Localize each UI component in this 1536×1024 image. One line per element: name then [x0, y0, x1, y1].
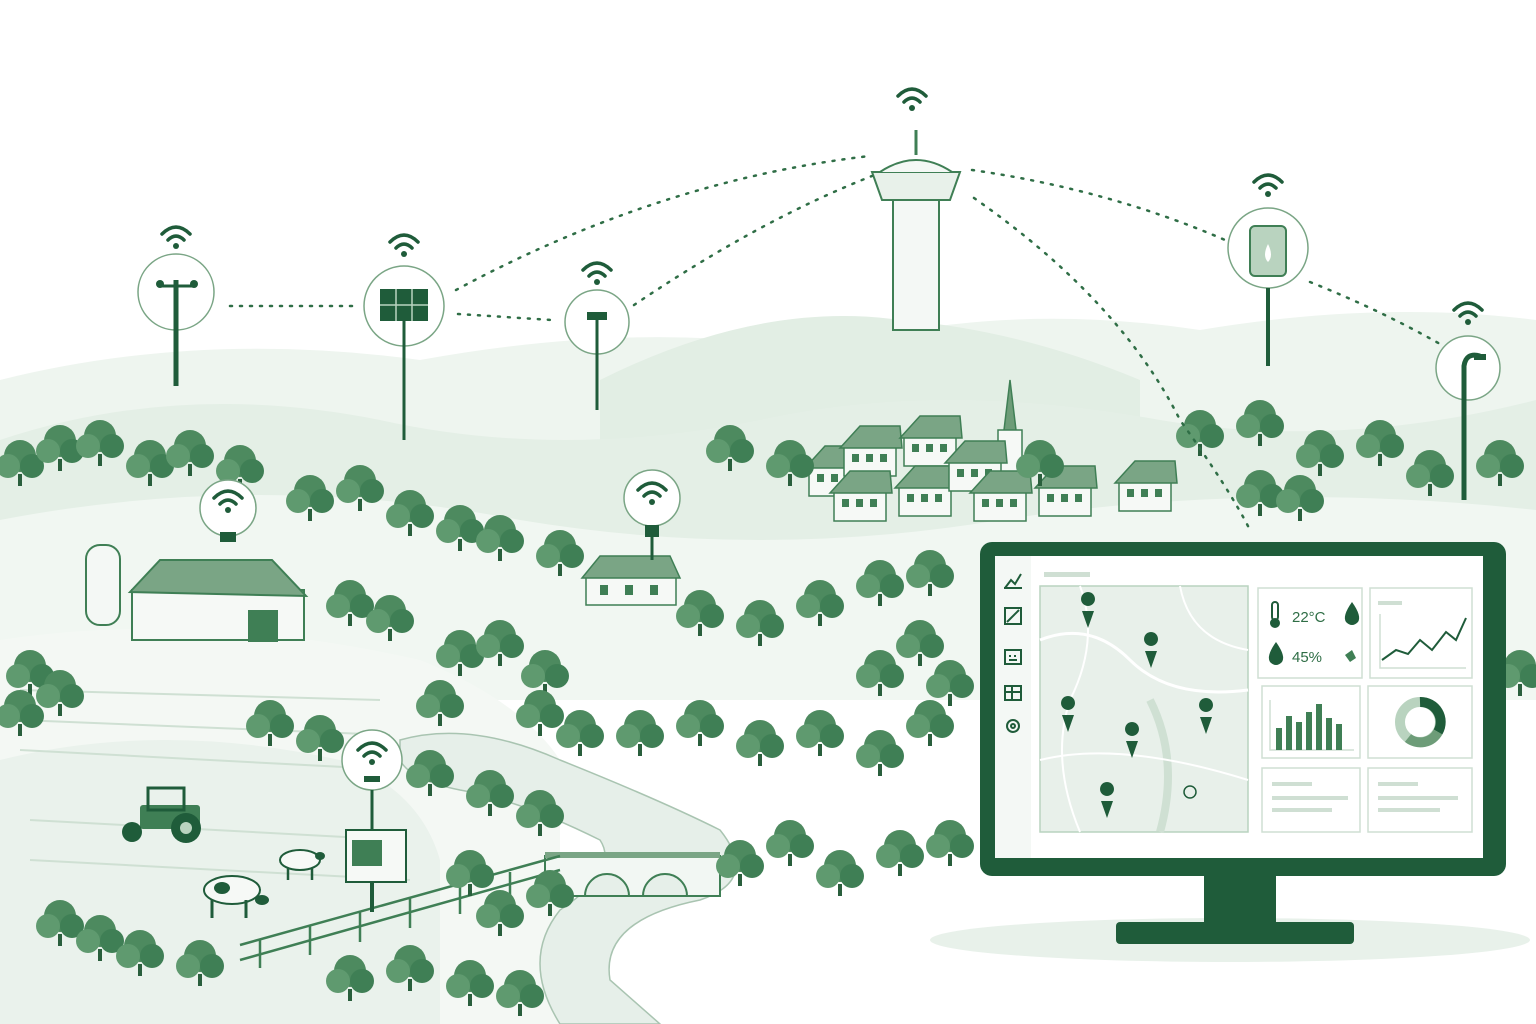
- header-bar: [1044, 572, 1090, 577]
- water-tower-node: [896, 87, 928, 113]
- farmhouse: [580, 555, 682, 606]
- map-pins[interactable]: [1061, 592, 1214, 818]
- humidity-value: 45%: [1292, 649, 1322, 666]
- network-links: [228, 154, 1442, 532]
- temperature-value: 22°C: [1292, 609, 1326, 626]
- map-panel[interactable]: [1039, 585, 1249, 834]
- water-tower: [870, 130, 962, 331]
- river: [399, 732, 737, 1024]
- calendar-icon[interactable]: [1004, 649, 1022, 665]
- bar-chart-card[interactable]: [1261, 685, 1361, 759]
- trend-chart-card[interactable]: [1369, 587, 1473, 679]
- water-tank-node[interactable]: [1227, 173, 1309, 366]
- farmhouse-sensor-node[interactable]: [623, 469, 681, 560]
- table-icon[interactable]: [1004, 685, 1022, 701]
- summary-cards: [1261, 767, 1473, 833]
- cows: [203, 849, 325, 918]
- donut-chart-card[interactable]: [1367, 685, 1473, 759]
- droplet-icon: [1344, 602, 1360, 625]
- barn-sensor-node[interactable]: [199, 479, 257, 542]
- sidebar: [1004, 573, 1022, 733]
- gear-icon[interactable]: [1006, 719, 1020, 733]
- field-sensor-node[interactable]: [341, 729, 407, 912]
- chart-icon[interactable]: [1004, 607, 1022, 625]
- thermometer-icon: [1270, 601, 1280, 628]
- fence: [239, 854, 561, 968]
- line-chart-icon[interactable]: [1004, 573, 1022, 589]
- humidity-icon: [1268, 642, 1284, 665]
- street-light-node[interactable]: [1435, 301, 1501, 500]
- barn: [85, 544, 309, 642]
- weather-station-node[interactable]: [137, 225, 215, 386]
- weather-card: 22°C 45%: [1257, 587, 1363, 679]
- soil-sensor-node[interactable]: [564, 261, 630, 410]
- solar-panel-node[interactable]: [363, 233, 445, 440]
- wind-icon: [1345, 650, 1356, 662]
- stone-bridge: [544, 852, 721, 897]
- village: [804, 379, 1178, 522]
- tractor: [122, 786, 201, 843]
